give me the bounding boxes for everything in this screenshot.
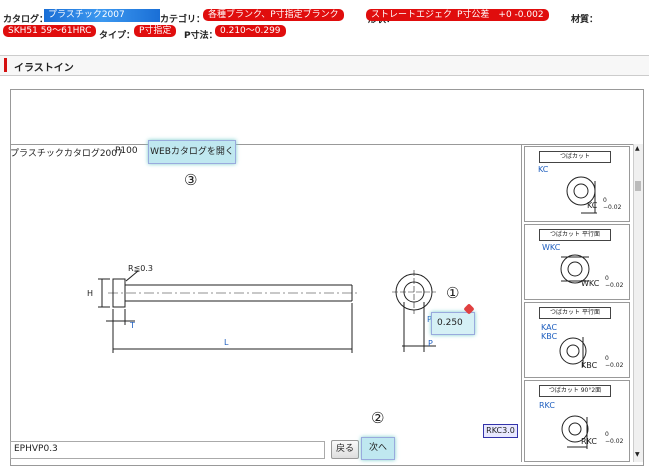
material-value-badge[interactable]: SKH51 59〜61HRC	[3, 25, 97, 37]
dim-l: L	[224, 338, 229, 347]
dim-radius: R≦0.3	[128, 264, 153, 273]
open-web-catalog-button[interactable]: WEBカタログを開く	[148, 140, 236, 164]
back-button[interactable]: 戻る	[331, 440, 359, 459]
option-card-rkc[interactable]: つばカット 90°2面 RKC RKC 0 −0.02	[524, 380, 630, 462]
dim-h: H	[87, 289, 94, 298]
option-card-kac-kbc[interactable]: つばカット 平行面 KAC KBC KBC 0 −0.02	[524, 302, 630, 378]
option-drawing	[559, 337, 587, 367]
option-card-title: つばカット	[539, 151, 611, 163]
option-drawing	[560, 254, 590, 284]
marker-1: ①	[446, 284, 460, 302]
p-value-input-wrapper[interactable]: 0.250	[431, 312, 475, 335]
pin-drawing	[98, 270, 358, 353]
p-dimension-badge[interactable]: 0.210〜0.299	[215, 25, 286, 37]
category-value-badge[interactable]: 各種ブランク、P寸指定ブランク	[203, 9, 344, 21]
catalog-label: カタログ：	[3, 15, 49, 25]
option-card-title: つばカット 平行面	[539, 307, 611, 319]
option-tol: 0 −0.02	[605, 355, 624, 369]
material-label: 材質：	[571, 15, 599, 25]
option-tol: 0 −0.02	[605, 275, 624, 289]
scroll-down-icon[interactable]: ▼	[635, 451, 640, 458]
tolerance-badge[interactable]: P寸公差 +0 -0.002	[452, 9, 549, 21]
option-tol: 0 −0.02	[605, 431, 624, 445]
option-card-title: つばカット 平行面	[539, 229, 611, 241]
section-title: イラストイン	[14, 63, 74, 74]
catalog-value-badge[interactable]: プラスチック2007	[44, 9, 160, 22]
option-drawing	[566, 176, 597, 214]
section-accent-bar	[4, 58, 7, 72]
marker-3: ③	[184, 171, 198, 189]
category-label: カテゴリ：	[160, 15, 206, 25]
option-card-wkc[interactable]: つばカット 平行面 WKC WKC 0 −0.02	[524, 224, 630, 300]
version-badge: RKC3.0	[483, 424, 518, 438]
option-dim: KBC	[581, 361, 598, 370]
options-scrollbar[interactable]: ▲ ▼	[633, 144, 643, 462]
catalog-name: プラスチックカタログ2007	[10, 149, 123, 159]
part-code-value: EPHVP0.3	[14, 444, 58, 454]
catalog-page: P100	[115, 146, 138, 156]
next-button[interactable]: 次へ	[361, 437, 395, 460]
marker-2: ②	[371, 409, 385, 427]
scroll-thumb[interactable]	[635, 181, 641, 191]
option-code: RKC	[539, 401, 555, 410]
options-panel: つばカット KC KC 0 −0.02 つばカット 平行面 WKC WKC 0 …	[521, 144, 635, 462]
option-code: KC	[538, 165, 549, 174]
option-code: WKC	[542, 243, 561, 252]
type-value-badge[interactable]: P寸指定	[134, 25, 177, 37]
option-dim: WKC	[581, 279, 600, 288]
option-code-kbc: KBC	[541, 332, 558, 341]
p-value-input[interactable]: 0.250	[437, 318, 463, 328]
viewer-divider	[10, 144, 642, 145]
option-code-kac: KAC	[541, 323, 558, 332]
option-drawing	[561, 415, 589, 449]
dim-p-lower: P	[428, 339, 433, 348]
end-view-drawing	[392, 270, 436, 352]
scroll-up-icon[interactable]: ▲	[635, 145, 640, 152]
dim-p-upper: P	[427, 315, 432, 324]
part-code-field[interactable]: EPHVP0.3	[10, 441, 325, 459]
type-label: タイプ：	[99, 31, 136, 41]
section-header: イラストイン	[0, 55, 649, 76]
option-dim: KC	[587, 201, 598, 210]
option-card-title: つばカット 90°2面	[539, 385, 611, 397]
option-dim: RKC	[581, 437, 597, 446]
option-tol: 0 −0.02	[603, 197, 622, 211]
p-dimension-label: P寸法：	[184, 31, 218, 41]
dim-t: T	[130, 321, 135, 330]
option-card-kc[interactable]: つばカット KC KC 0 −0.02	[524, 146, 630, 222]
